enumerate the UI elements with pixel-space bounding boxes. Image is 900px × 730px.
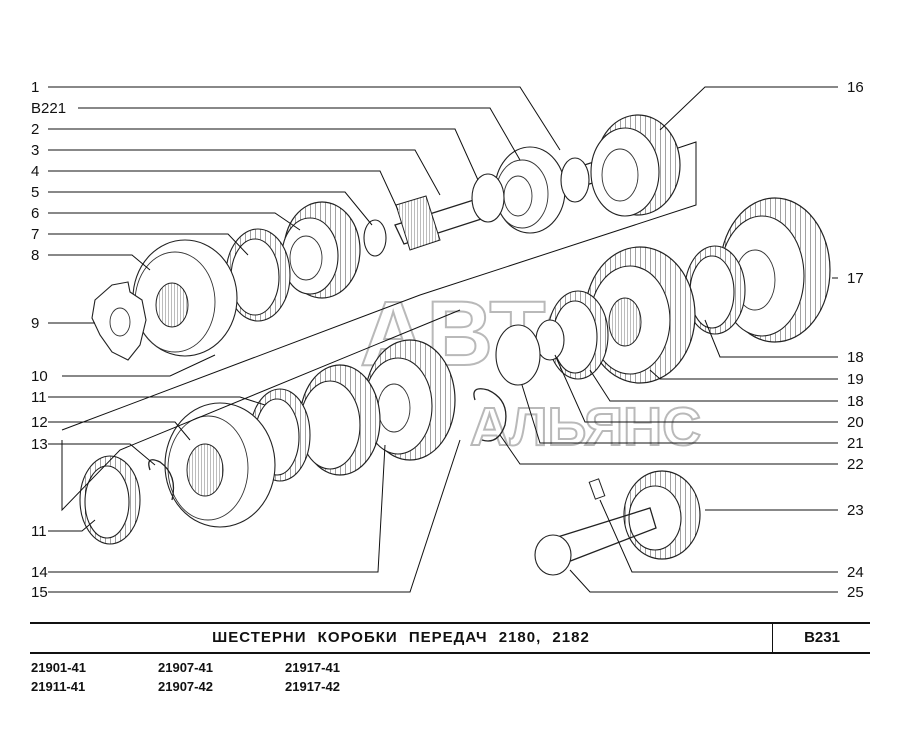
callout-2: 2 — [31, 121, 39, 138]
callout-11: 11 — [31, 389, 47, 406]
synchronizer-hub-8 — [132, 239, 238, 357]
callout-11b: 11 — [31, 523, 47, 540]
callout-14: 14 — [31, 564, 48, 581]
needle-bearing-4 — [363, 195, 441, 257]
synchronizer-ring-18 — [684, 245, 746, 335]
callout-3: 3 — [31, 142, 39, 159]
callout-7: 7 — [31, 226, 39, 243]
model-code: 21911-41 — [31, 679, 86, 694]
callout-5: 5 — [31, 184, 39, 201]
callout-25: 25 — [847, 584, 864, 601]
exploded-gear-diagram: АВТО АЛЬЯНС — [31, 79, 864, 601]
gear-16 — [590, 114, 681, 217]
reverse-idler-gear-23 — [623, 470, 701, 560]
callout-23: 23 — [847, 502, 864, 519]
callout-15: 15 — [31, 584, 48, 601]
callout-9: 9 — [31, 315, 39, 332]
callout-20: 20 — [847, 414, 864, 431]
callout-4: 4 — [31, 163, 39, 180]
callout-13: 13 — [31, 436, 48, 453]
lock-washer-9 — [91, 281, 147, 361]
callout-18b: 18 — [847, 393, 864, 410]
callout-12: 12 — [31, 414, 48, 431]
circlip-22 — [473, 388, 507, 442]
synchronizer-hub-19 — [584, 246, 696, 384]
synchronizer-ring-11b — [79, 455, 141, 545]
shaft-bracket-lower — [61, 309, 461, 512]
title-bar: ШЕСТЕРНИ КОРОБКИ ПЕРЕДАЧ 2180, 2182 B231 — [30, 622, 870, 654]
leader-lines-left — [48, 86, 561, 593]
model-code: 21901-41 — [31, 660, 86, 675]
callouts-left: 1 B221 2 3 4 5 6 7 8 9 10 11 12 13 11 14… — [31, 79, 66, 601]
diagram-title: ШЕСТЕРНИ КОРОБКИ ПЕРЕДАЧ 2180, 2182 — [30, 624, 773, 652]
watermark-line-2: АЛЬЯНС — [470, 397, 701, 457]
gear-15 — [299, 364, 381, 476]
synchronizer-hub-12 — [164, 402, 276, 528]
callout-21: 21 — [847, 435, 864, 452]
gear-14 — [363, 339, 456, 461]
gear-6 — [281, 201, 361, 299]
middle-shaft-assembly — [473, 197, 831, 442]
model-code: 21907-41 — [158, 660, 213, 675]
callout-6: 6 — [31, 205, 39, 222]
spring-13 — [148, 459, 175, 501]
callout-19: 19 — [847, 371, 864, 388]
spacer-ring — [560, 157, 590, 203]
lower-shaft-assembly — [61, 309, 701, 576]
callout-18: 18 — [847, 349, 864, 366]
synchronizer-ring-18b — [547, 290, 609, 380]
callout-1: 1 — [31, 79, 39, 96]
callout-8: 8 — [31, 247, 39, 264]
upper-shaft-assembly — [61, 114, 697, 431]
leader-lines-right — [499, 86, 838, 593]
callout-10: 10 — [31, 368, 48, 385]
shaft-bracket-upper — [61, 141, 697, 431]
gear-17 — [719, 197, 831, 343]
callout-16: 16 — [847, 79, 864, 96]
ring-2 — [471, 173, 505, 223]
ring-21 — [495, 324, 541, 386]
callout-22: 22 — [847, 456, 864, 473]
diagram-code: B231 — [804, 629, 840, 646]
callout-17: 17 — [847, 270, 864, 287]
pin-24 — [588, 478, 606, 500]
callouts-right: 16 17 18 19 18 20 21 22 23 24 25 — [847, 79, 864, 601]
model-code: 21917-41 — [285, 660, 340, 675]
callout-b221: B221 — [31, 100, 66, 117]
model-code: 21917-42 — [285, 679, 340, 694]
bearing-1 — [494, 146, 566, 234]
callout-24: 24 — [847, 564, 864, 581]
synchronizer-ring-7 — [225, 228, 291, 322]
model-code: 21907-42 — [158, 679, 213, 694]
